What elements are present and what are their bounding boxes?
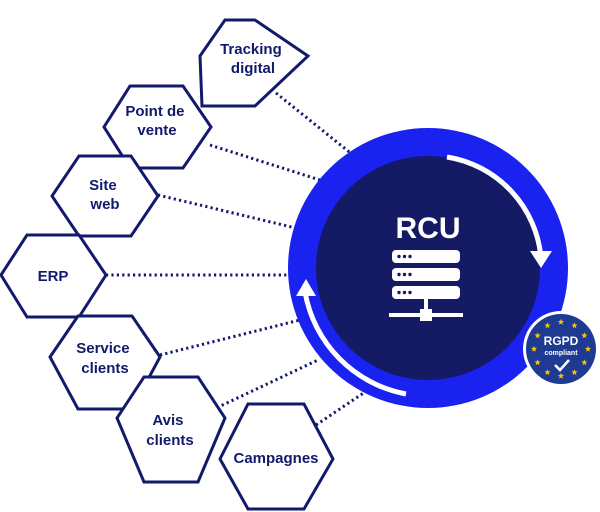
hexagon-avis: [115, 375, 227, 484]
source-label-campagnes: Campagnes: [233, 450, 318, 467]
source-label-site-line1: Site: [89, 177, 117, 194]
source-label-site: Site web: [89, 177, 121, 213]
badge-title: RGPD: [544, 334, 579, 348]
badge-star: [581, 359, 588, 366]
source-erp: ERP: [0, 233, 108, 319]
connector-campagnes: [315, 388, 369, 427]
hexagon-site: [50, 154, 160, 238]
badge-star: [544, 369, 551, 375]
connector-pos: [209, 143, 321, 182]
badge-star: [534, 332, 541, 339]
hexagon-pos: [102, 84, 213, 170]
source-label-service-line1: Service: [76, 340, 129, 357]
rgpd-badge: RGPD compliant: [523, 311, 599, 387]
source-site: Site web: [50, 154, 160, 238]
cycle-arc-bottom: [302, 291, 407, 397]
connector-service: [159, 318, 301, 357]
server-rack-icon: [389, 250, 463, 321]
badge-star: [534, 359, 541, 366]
hexagon-tracking: [198, 18, 311, 108]
source-label-tracking-line1: Tracking: [220, 41, 282, 58]
source-label-site-line2: web: [89, 196, 119, 213]
source-tracking: Tracking digital: [198, 18, 311, 108]
badge-subtitle: compliant: [544, 350, 578, 357]
badge-star: [557, 318, 565, 325]
badge-check-icon: [554, 359, 570, 372]
cycle-arrow-head-right-icon: [530, 251, 552, 268]
badge-star: [557, 372, 565, 379]
cycle-arc-top: [446, 154, 544, 259]
badge-star: [571, 322, 578, 329]
source-label-pos-line2: vente: [137, 122, 176, 139]
source-campagnes: Campagnes: [218, 402, 335, 511]
source-label-avis: Avis clients: [146, 412, 194, 449]
connectors: [106, 91, 369, 427]
badge-disc: [526, 314, 596, 384]
badge-star: [581, 332, 588, 339]
source-label-campagnes-line1: Campagnes: [233, 450, 318, 467]
connector-avis: [211, 358, 319, 412]
source-label-erp-line1: ERP: [38, 268, 69, 285]
source-label-service: Service clients: [76, 340, 134, 377]
source-label-pos: Point de vente: [125, 103, 188, 139]
source-avis: Avis clients: [115, 375, 227, 484]
source-label-avis-line1: Avis: [152, 412, 183, 429]
rcu-hub: RCU: [288, 128, 568, 408]
source-label-avis-line2: clients: [146, 432, 194, 449]
cycle-arrow-head-left-icon: [296, 279, 316, 296]
source-label-pos-line1: Point de: [125, 103, 184, 120]
connector-site: [157, 193, 305, 232]
source-label-tracking: Tracking digital: [220, 41, 286, 77]
hub-title: RCU: [396, 212, 461, 245]
source-service: Service clients: [48, 314, 162, 411]
eu-stars-icon: [530, 318, 592, 379]
badge-star: [571, 369, 578, 375]
badge-star: [530, 345, 538, 352]
badge-star: [584, 345, 592, 352]
source-pos: Point de vente: [102, 84, 213, 170]
source-label-tracking-line2: digital: [231, 60, 275, 77]
connector-tracking: [275, 91, 354, 157]
badge-star: [544, 322, 551, 329]
source-label-erp: ERP: [38, 268, 69, 285]
hexagon-campagnes: [218, 402, 335, 511]
source-label-service-line2: clients: [81, 360, 129, 377]
